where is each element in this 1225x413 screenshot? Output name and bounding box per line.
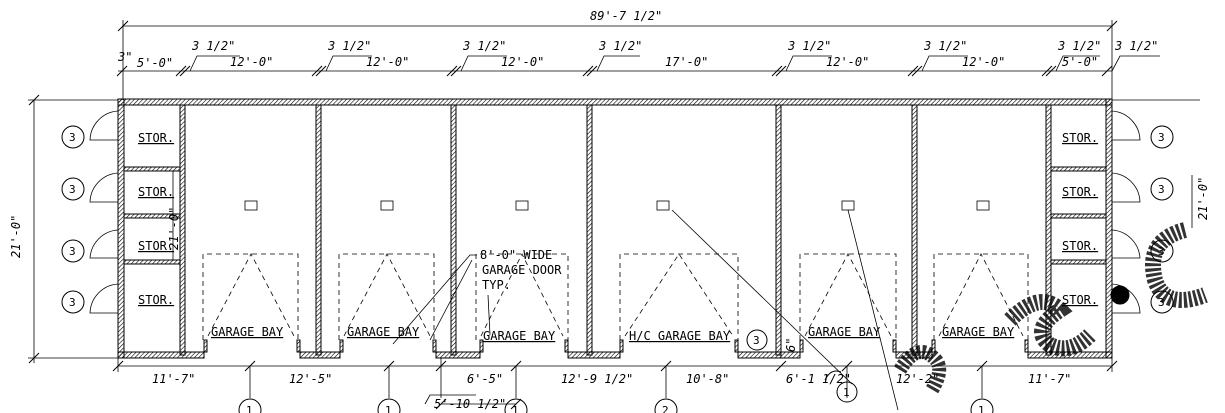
stor-label-r3: STOR. [1062, 239, 1098, 253]
overall-depth-label: 21'-0" [9, 215, 23, 258]
svg-text:3: 3 [1158, 183, 1165, 196]
door-tag-hc: 3 [746, 329, 768, 351]
dim-wall-3: 3 1/2" [462, 39, 506, 53]
stor-label-r1: STOR. [1062, 131, 1098, 145]
dim-bay-hc: 17'-0" [665, 55, 708, 69]
svg-text:2: 2 [662, 404, 669, 413]
door-tag-r1: 3 [1150, 125, 1174, 149]
garage-bay-label-3: GARAGE BAY [483, 329, 556, 343]
bottom-dim-1: 11'-7" [152, 372, 195, 386]
door-tag-l4: 3 [61, 290, 85, 314]
left-depth-dimension: 21'-0" [9, 94, 118, 364]
stor-label-l2: STOR. [138, 185, 174, 199]
svg-text:3: 3 [1158, 131, 1165, 144]
dim-wall-4: 3 1/2" [598, 39, 642, 53]
wall-tag-d: 2 [654, 398, 678, 413]
door-tags: 3 3 3 3 3 3 3 3 3 [61, 125, 1174, 351]
right-depth-label: 21'-0" [1196, 177, 1210, 220]
svg-text:1: 1 [512, 404, 519, 413]
garage-door-note: 8'-0" WIDE GARAGE DOOR TYP. [392, 248, 562, 345]
door-tag-l3: 3 [61, 239, 85, 263]
svg-text:1: 1 [978, 404, 985, 413]
svg-text:3: 3 [69, 183, 76, 196]
door-tag-l2: 3 [61, 177, 85, 201]
svg-text:3: 3 [1158, 296, 1165, 309]
bottom-sub-dim: 5'-10 1/2" [434, 397, 506, 411]
wall-tag-c: 1 [504, 398, 528, 413]
storage-door-swings [89, 110, 1141, 314]
overall-width-dimension: 89'-7 1/2" [117, 9, 1118, 100]
dim-wall-7: 3 1/2" [1057, 39, 1101, 53]
dim-wall-1: 3 1/2" [191, 39, 235, 53]
svg-text:1: 1 [385, 404, 392, 413]
svg-text:1: 1 [843, 386, 850, 399]
dim-bay-5: 12'-0" [826, 55, 869, 69]
wall-tag-b: 1 [377, 398, 401, 413]
dim-stor-left: 5'-0" [137, 56, 173, 70]
overall-width-label: 89'-7 1/2" [590, 9, 662, 23]
dim-bay-6: 12'-0" [962, 55, 1005, 69]
garage-bay-labels: GARAGE BAY GARAGE BAY GARAGE BAY H/C GAR… [211, 325, 1015, 343]
dim-wall-8: 3 1/2" [1114, 39, 1158, 53]
light-leader [671, 209, 853, 385]
top-dimension-string: 3" 5'-0" 3 1/2" 12'-0" 3 1/2" 12'-0" 3 1… [116, 39, 1160, 77]
door-tag-l1: 3 [61, 125, 85, 149]
bottom-dim-7: 12'-2" [896, 372, 939, 386]
bottom-dim-5: 10'-8" [686, 372, 729, 386]
bottom-dim-3: 6'-5" [467, 372, 503, 386]
stor-depth-label: 21'-0" [167, 207, 181, 250]
wall-type-tags: 1 1 1 2 1 1 [238, 381, 994, 413]
dim-wall-5: 3 1/2" [787, 39, 831, 53]
door-tag-r2: 3 [1150, 177, 1174, 201]
note-line-2: GARAGE DOOR [482, 263, 562, 277]
note-line-1: 8'-0" WIDE [480, 248, 552, 262]
note-line-3: TYP. [482, 278, 511, 292]
garage-bay-label-5: GARAGE BAY [808, 325, 881, 339]
stor-label-l1: STOR. [138, 131, 174, 145]
storage-labels: STOR. STOR. STOR. STOR. STOR. STOR. STOR… [138, 131, 1098, 307]
building-walls [117, 98, 1113, 359]
wall-tag-a: 1 [238, 398, 262, 413]
wall-tag-f: 1 [970, 398, 994, 413]
wall-tag-e: 1 [836, 381, 858, 403]
right-depth-dimension: 21'-0" [1112, 99, 1210, 228]
light-leader-2 [847, 209, 899, 411]
watermark-graphic [824, 222, 1208, 394]
dim-stor-right: 5'-0" [1062, 55, 1098, 69]
bottom-dim-6: 6'-1 1/2" [786, 372, 851, 386]
dim-wall-6: 3 1/2" [923, 39, 967, 53]
garage-bay-label-6: GARAGE BAY [942, 325, 1015, 339]
bottom-dim-2: 12'-5" [289, 372, 332, 386]
dim-wall-3in: 3" [117, 50, 132, 64]
stor-label-r4: STOR. [1062, 293, 1098, 307]
stor-label-r2: STOR. [1062, 185, 1098, 199]
bottom-dim-4: 12'-9 1/2" [561, 372, 633, 386]
dim-bay-3: 12'-0" [501, 55, 544, 69]
svg-text:3: 3 [69, 296, 76, 309]
stor-label-l4: STOR. [138, 293, 174, 307]
dim-wall-2: 3 1/2" [327, 39, 371, 53]
garage-door-outlines [202, 200, 1029, 340]
svg-text:3: 3 [69, 245, 76, 258]
stor-label-l3: STOR. [138, 239, 174, 253]
svg-text:3: 3 [69, 131, 76, 144]
dim-bay-1: 12'-0" [230, 55, 273, 69]
side-6in-dim: 6" [784, 338, 798, 352]
svg-text:1: 1 [246, 404, 253, 413]
garage-bay-label-2: GARAGE BAY [347, 325, 420, 339]
bottom-dimension-string: 11'-7" 12'-5" 6'-5" 12'-9 1/2" 10'-8" 6'… [112, 330, 1118, 411]
garage-bay-label-1: GARAGE BAY [211, 325, 284, 339]
hc-garage-bay-label: H/C GARAGE BAY [629, 329, 731, 343]
bottom-dim-8: 11'-7" [1028, 372, 1071, 386]
dim-bay-2: 12'-0" [366, 55, 409, 69]
svg-text:3: 3 [753, 334, 760, 347]
